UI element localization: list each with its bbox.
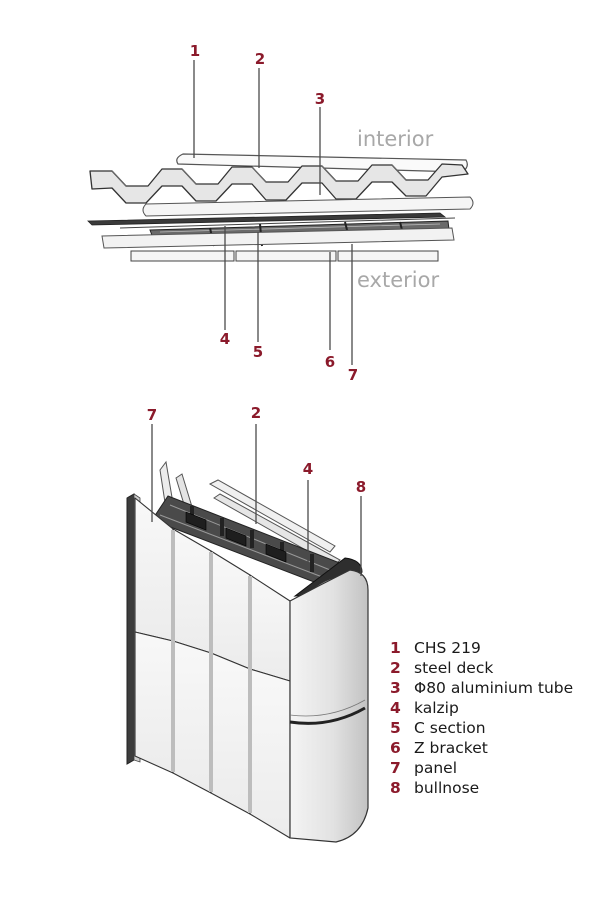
top-callout-2: 2 <box>255 50 265 68</box>
bottom-callout-4: 4 <box>303 460 313 478</box>
top-callout-1: 1 <box>190 42 200 60</box>
legend-text: Φ80 aluminium tube <box>414 679 574 697</box>
legend-number: 5 <box>390 719 401 737</box>
top-callout-7: 7 <box>348 366 358 384</box>
legend-number: 2 <box>390 659 401 677</box>
bottom-callout-2: 2 <box>251 404 261 422</box>
aluminium-tube-shape <box>142 196 474 217</box>
top-callout-6: 6 <box>325 353 335 371</box>
legend-number: 3 <box>390 679 401 697</box>
bottom-callout-7: 7 <box>147 406 157 424</box>
bullnose-shape <box>289 569 369 843</box>
legend-text: kalzip <box>414 699 459 717</box>
legend-item: 4 kalzip <box>390 698 590 718</box>
panel-shape-1 <box>130 250 235 262</box>
legend-item: 5 C section <box>390 718 590 738</box>
legend-text: C section <box>414 719 486 737</box>
top-callout-5: 5 <box>253 343 263 361</box>
exterior-label: exterior <box>357 268 439 292</box>
legend-number: 4 <box>390 699 401 717</box>
left-edge-profile <box>126 493 135 765</box>
legend-number: 7 <box>390 759 401 777</box>
bottom-isometric-facade: 7 2 4 8 <box>126 404 369 843</box>
legend-text: CHS 219 <box>414 639 481 657</box>
kalzip-shape <box>87 212 447 226</box>
legend-number: 6 <box>390 739 401 757</box>
z-bracket-shape <box>101 227 455 249</box>
panel-shape-3 <box>337 250 439 262</box>
legend-item: 6 Z bracket <box>390 738 590 758</box>
legend-text: panel <box>414 759 458 777</box>
legend-item: 3 Φ80 aluminium tube <box>390 678 590 698</box>
top-callout-4: 4 <box>220 330 230 348</box>
legend-item: 1 CHS 219 <box>390 638 590 658</box>
legend-number: 1 <box>390 639 401 657</box>
legend-item: 8 bullnose <box>390 778 590 798</box>
legend-text: Z bracket <box>414 739 488 757</box>
legend-item: 2 steel deck <box>390 658 590 678</box>
top-exploded-section: 1 2 3 4 5 6 7 interior exterior <box>87 42 474 384</box>
top-callout-3: 3 <box>315 90 325 108</box>
legend-number: 8 <box>390 779 401 797</box>
interior-label: interior <box>357 127 434 151</box>
panel-shape-2 <box>235 250 337 262</box>
legend-item: 7 panel <box>390 758 590 778</box>
legend-text: bullnose <box>414 779 480 797</box>
bottom-callout-8: 8 <box>356 478 366 496</box>
steel-deck-shape <box>89 163 469 204</box>
legend-text: steel deck <box>414 659 494 677</box>
